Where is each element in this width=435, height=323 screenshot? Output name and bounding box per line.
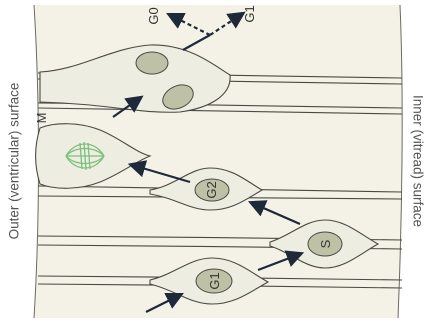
label-m: M [34, 113, 49, 124]
nucleus-top-1 [136, 52, 168, 74]
label-g1-top: G1 [242, 5, 257, 22]
label-g2: G2 [204, 181, 219, 198]
inner-surface-label: Inner (vitread) surface [411, 95, 426, 227]
label-g0: G0 [146, 7, 161, 24]
label-s: S [318, 239, 333, 248]
outer-surface-label: Outer (ventricular) surface [7, 83, 22, 240]
label-g1-bottom: G1 [207, 272, 222, 289]
